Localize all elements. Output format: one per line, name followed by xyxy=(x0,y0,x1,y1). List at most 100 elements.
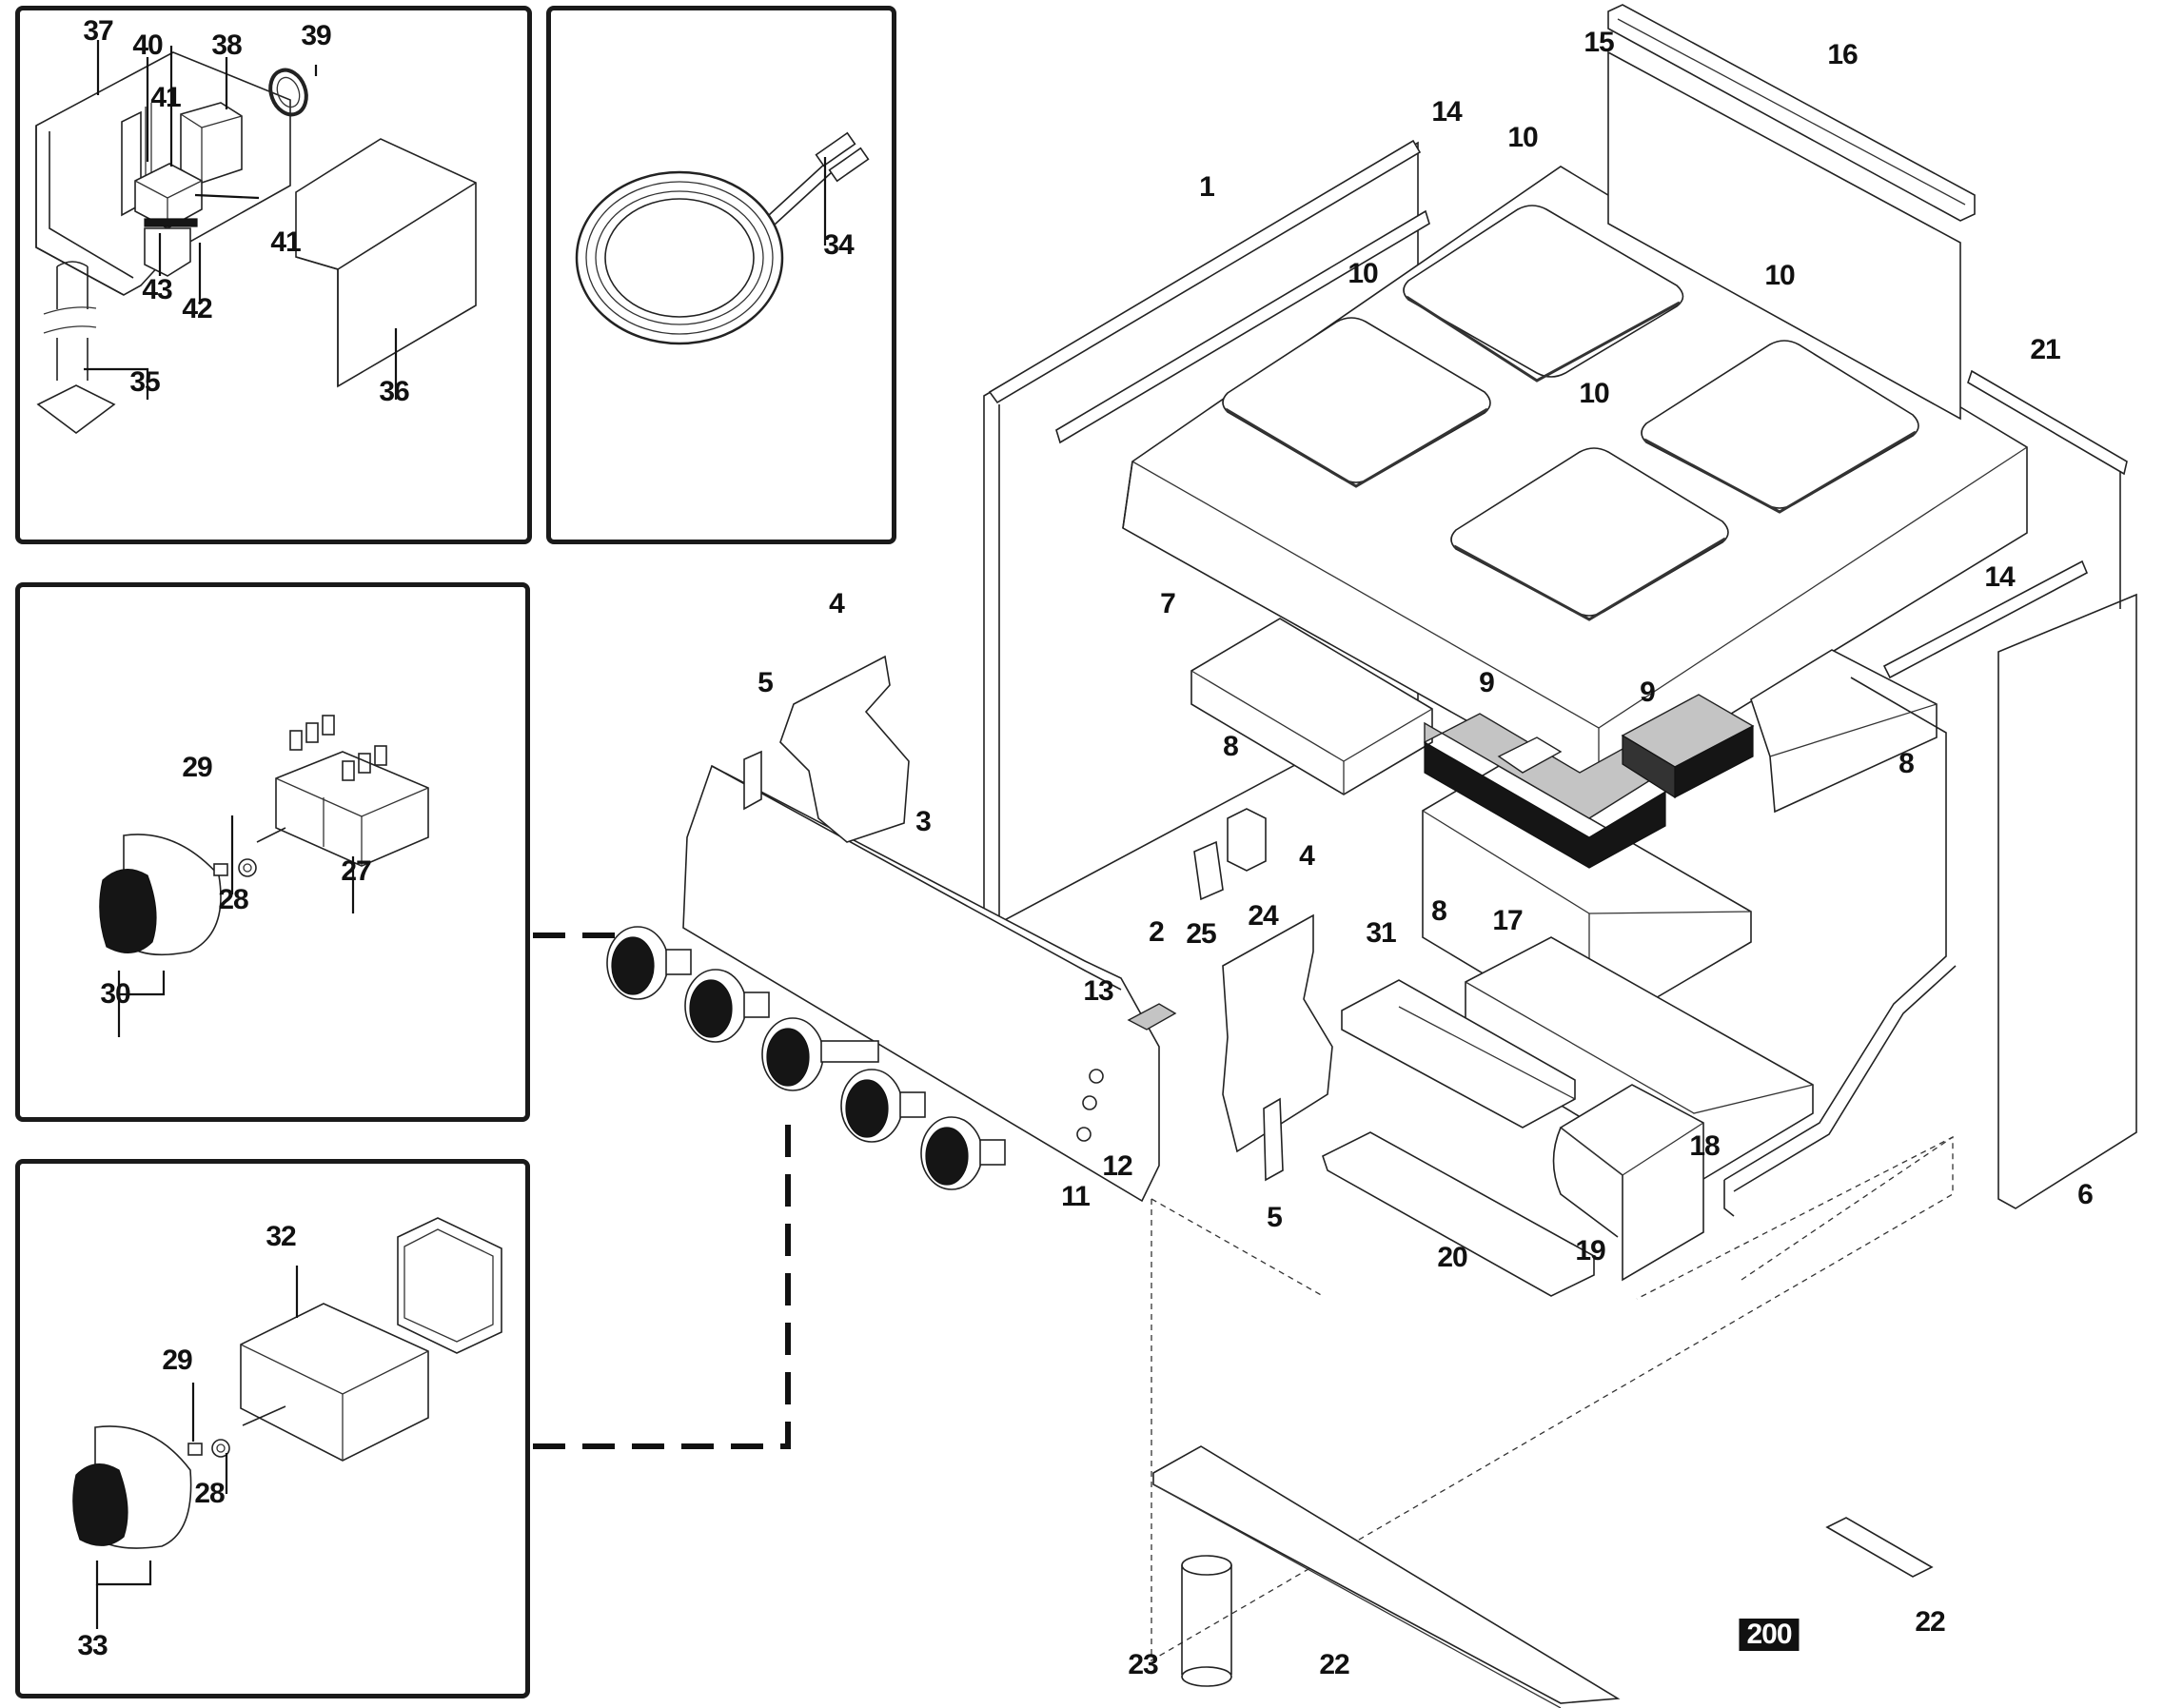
callout-2: 2 xyxy=(1149,916,1165,948)
backguard-vent xyxy=(1607,4,1976,222)
callout-4-left: 4 xyxy=(829,588,845,619)
back-panel xyxy=(1607,50,1961,421)
callout-10-left: 10 xyxy=(1348,258,1378,289)
side-rail-14-right xyxy=(1882,560,2089,679)
oven-frame-18 xyxy=(1723,677,1957,1217)
callout-200-badge: 200 xyxy=(1739,1619,1800,1651)
inset-link-line-2 xyxy=(533,1123,791,1449)
callout-23: 23 xyxy=(1128,1649,1158,1680)
hotplate-right xyxy=(1641,340,1919,514)
control-box-cover xyxy=(295,138,477,388)
callout-7: 7 xyxy=(1160,588,1176,619)
callout-31: 31 xyxy=(1366,917,1396,949)
side-rail-14-left xyxy=(1055,209,1430,444)
end-panel-2 xyxy=(1127,1003,1177,1031)
switch-spacer-1 xyxy=(213,858,257,877)
callout-35: 35 xyxy=(129,366,160,398)
switch-spacer-2 xyxy=(187,1439,230,1458)
callout-28-top: 28 xyxy=(218,884,248,915)
knob-2 xyxy=(684,969,770,1043)
insulation-frame-right xyxy=(1750,649,1938,814)
panel-bracket-4-left xyxy=(779,655,910,843)
callout-5-left: 5 xyxy=(757,667,774,698)
transformer xyxy=(180,102,243,184)
callout-38: 38 xyxy=(211,29,242,61)
knob-3 xyxy=(761,1017,879,1091)
insulation-block-small xyxy=(1621,694,1755,799)
callout-14-right: 14 xyxy=(1984,561,2015,593)
callout-11: 11 xyxy=(1061,1181,1091,1212)
callout-8-right: 8 xyxy=(1898,748,1915,779)
callout-22-front: 22 xyxy=(1319,1649,1349,1680)
base-tray-20 xyxy=(1322,1131,1595,1297)
inset-switch-multi xyxy=(15,1159,530,1698)
knob-1 xyxy=(606,926,692,1000)
cabinet-outline-200 xyxy=(1151,1135,1954,1662)
callout-17: 17 xyxy=(1492,905,1523,936)
terminal-block-24 xyxy=(1227,808,1267,872)
inset-switch-single xyxy=(15,582,530,1122)
side-panel-right xyxy=(1997,593,2137,1209)
callout-9-right: 9 xyxy=(1640,677,1656,708)
hotplate-left xyxy=(1222,317,1491,488)
callout-25: 25 xyxy=(1186,918,1216,950)
switch-knob-1 xyxy=(99,834,222,956)
callout-41-top: 41 xyxy=(150,82,181,113)
callout-21: 21 xyxy=(2030,334,2060,365)
control-box-standoff xyxy=(36,261,116,434)
callout-8-center: 8 xyxy=(1431,895,1447,927)
callout-40: 40 xyxy=(132,29,163,61)
callout-16: 16 xyxy=(1827,39,1858,70)
knob-4 xyxy=(840,1069,926,1143)
adjustable-foot-23 xyxy=(1181,1555,1232,1687)
callout-12: 12 xyxy=(1102,1150,1132,1182)
callout-10-front: 10 xyxy=(1579,378,1609,409)
callout-19: 19 xyxy=(1575,1235,1605,1266)
callout-10-right: 10 xyxy=(1764,260,1795,291)
callout-15: 15 xyxy=(1584,27,1614,58)
callout-10-rear: 10 xyxy=(1507,122,1538,153)
hotplate-rear xyxy=(1403,205,1684,383)
base-rail-22-front xyxy=(1152,1445,1621,1708)
callout-32: 32 xyxy=(266,1221,296,1252)
callout-36: 36 xyxy=(379,376,409,407)
terminal-bracket-25 xyxy=(1193,840,1224,901)
callout-8-left: 8 xyxy=(1223,731,1239,762)
callout-30: 30 xyxy=(100,978,130,1010)
control-knobs xyxy=(606,926,1006,1190)
callout-42: 42 xyxy=(182,293,212,324)
callout-13: 13 xyxy=(1083,975,1113,1007)
callout-9-left: 9 xyxy=(1479,667,1495,698)
knob-5 xyxy=(920,1116,1006,1190)
callout-24: 24 xyxy=(1248,900,1278,932)
callout-33: 33 xyxy=(77,1630,108,1661)
callout-27: 27 xyxy=(341,855,371,887)
callout-22-right: 22 xyxy=(1915,1606,1945,1638)
hotplate-front xyxy=(1450,447,1729,621)
callout-43: 43 xyxy=(142,274,172,305)
callout-29-bottom: 29 xyxy=(162,1345,192,1376)
inset-control-box xyxy=(15,6,532,544)
switch-knob-2 xyxy=(72,1425,192,1549)
rear-rail-21 xyxy=(1967,369,2128,609)
callout-37: 37 xyxy=(83,15,113,47)
insulation-frame-left xyxy=(1190,618,1433,795)
top-rail xyxy=(988,139,1422,404)
callout-20: 20 xyxy=(1437,1242,1467,1273)
callout-14-top: 14 xyxy=(1431,96,1462,128)
callout-6: 6 xyxy=(2077,1179,2094,1210)
panel-bracket-4-right xyxy=(1222,913,1333,1153)
panel-bracket-5-left xyxy=(743,750,762,811)
oven-element-31 xyxy=(1341,979,1576,1129)
callout-4-right: 4 xyxy=(1299,840,1315,872)
callout-1: 1 xyxy=(1199,171,1215,203)
cable-gland-ring xyxy=(268,68,308,117)
control-panel-3 xyxy=(682,764,1160,1203)
inset-power-cable xyxy=(546,6,896,544)
callout-3: 3 xyxy=(915,806,932,837)
callout-29-top: 29 xyxy=(182,752,212,783)
callout-39: 39 xyxy=(301,20,331,51)
callout-5-right: 5 xyxy=(1267,1202,1283,1233)
leader-lines xyxy=(84,40,827,1629)
